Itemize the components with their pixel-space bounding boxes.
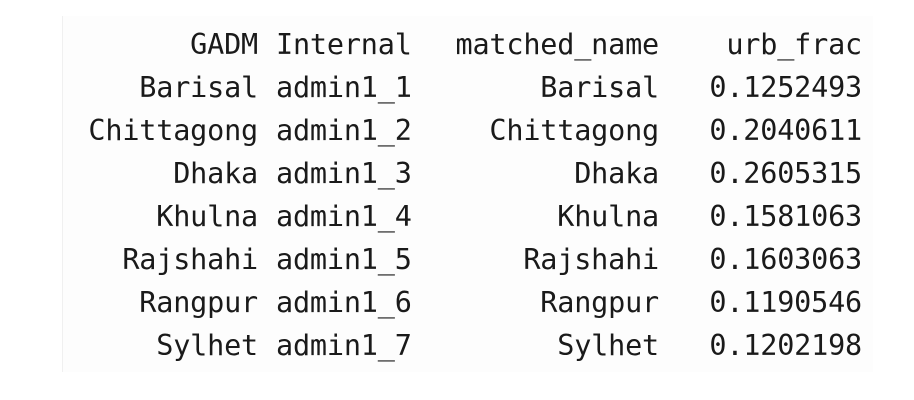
console-output-panel: [62, 16, 873, 372]
cell-urb-frac: 0.1202198: [709, 329, 862, 362]
cell-gadm: Dhaka: [173, 157, 258, 190]
header-gadm: GADM: [190, 28, 258, 61]
cell-urb-frac: 0.2040611: [709, 114, 862, 147]
cell-matched-name: Rangpur: [540, 286, 659, 319]
cell-matched-name: Chittagong: [489, 114, 659, 147]
cell-gadm: Khulna: [156, 200, 258, 233]
cell-gadm: Rajshahi: [122, 243, 258, 276]
cell-matched-name: Khulna: [557, 200, 659, 233]
cell-internal: admin1_6: [276, 286, 412, 319]
data-frame-output: GADM Internal matched_name urb_frac Bari…: [68, 24, 862, 367]
table-row: Khulna admin1_4 Khulna 0.1581063: [68, 195, 862, 238]
table-row: Rangpur admin1_6 Rangpur 0.1190546: [68, 281, 862, 324]
cell-gadm: Rangpur: [139, 286, 258, 319]
cell-urb-frac: 0.1252493: [709, 71, 862, 104]
cell-urb-frac: 0.1603063: [709, 243, 862, 276]
cell-gadm: Chittagong: [88, 114, 258, 147]
table-row: Chittagong admin1_2 Chittagong 0.2040611: [68, 109, 862, 152]
cell-internal: admin1_3: [276, 157, 412, 190]
cell-matched-name: Rajshahi: [523, 243, 659, 276]
header-urb-frac: urb_frac: [726, 28, 862, 61]
cell-internal: admin1_5: [276, 243, 412, 276]
header-internal: Internal: [276, 28, 412, 61]
cell-urb-frac: 0.2605315: [709, 157, 862, 190]
cell-urb-frac: 0.1190546: [709, 286, 862, 319]
cell-internal: admin1_7: [276, 329, 412, 362]
table-row: Dhaka admin1_3 Dhaka 0.2605315: [68, 152, 862, 195]
table-row: Rajshahi admin1_5 Rajshahi 0.1603063: [68, 238, 862, 281]
header-matched-name: matched_name: [455, 28, 659, 61]
header-row: GADM Internal matched_name urb_frac: [68, 24, 862, 66]
cell-matched-name: Barisal: [540, 71, 659, 104]
table-row: Barisal admin1_1 Barisal 0.1252493: [68, 66, 862, 109]
cell-urb-frac: 0.1581063: [709, 200, 862, 233]
cell-matched-name: Sylhet: [557, 329, 659, 362]
cell-internal: admin1_2: [276, 114, 412, 147]
cell-internal: admin1_4: [276, 200, 412, 233]
table-row: Sylhet admin1_7 Sylhet 0.1202198: [68, 324, 862, 367]
cell-internal: admin1_1: [276, 71, 412, 104]
cell-matched-name: Dhaka: [574, 157, 659, 190]
cell-gadm: Sylhet: [156, 329, 258, 362]
cell-gadm: Barisal: [139, 71, 258, 104]
